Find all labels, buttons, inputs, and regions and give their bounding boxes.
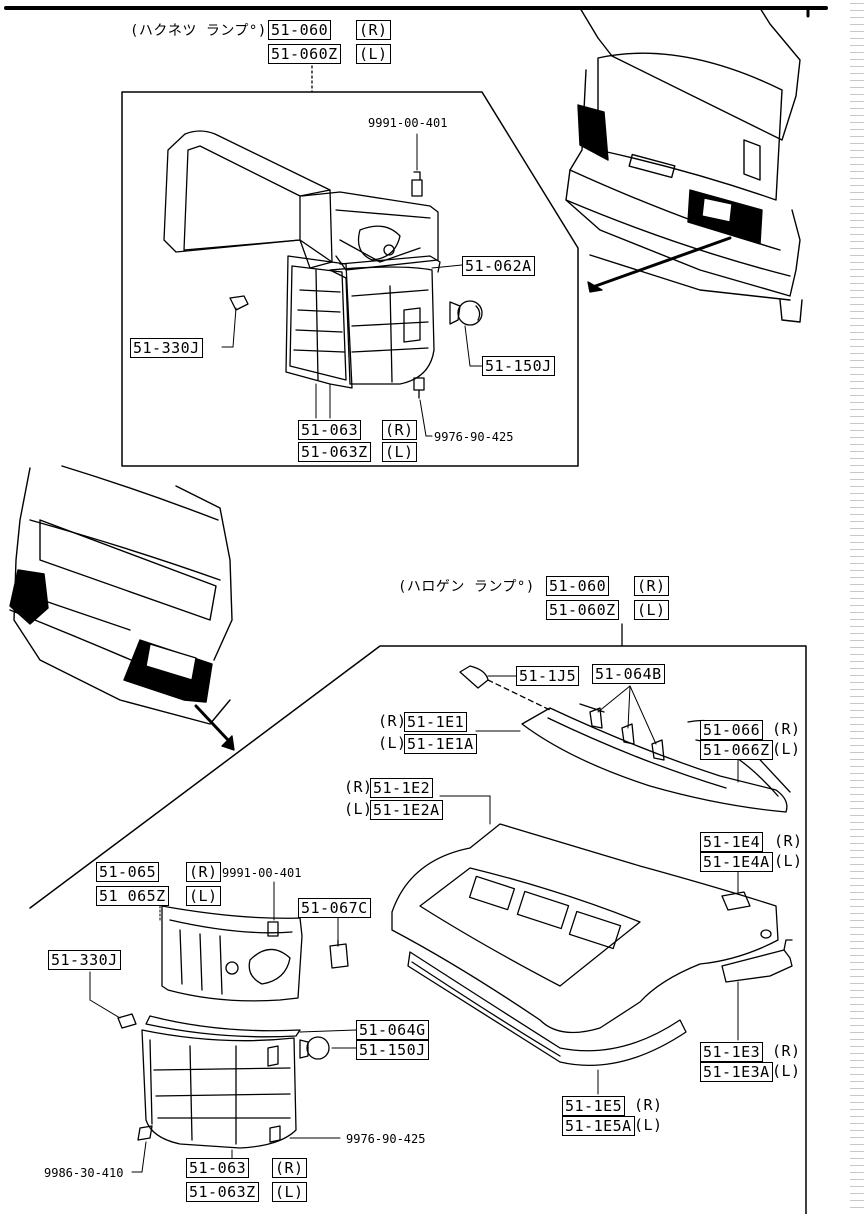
- bottom-gasket: 51-330J: [48, 950, 121, 970]
- top-lamp-r: 51-063: [298, 420, 362, 440]
- bottom-part-r: 51-060: [546, 576, 610, 596]
- top-lamp-assembly: [163, 130, 483, 399]
- bottom-screw-top: 9991-00-401: [222, 866, 302, 880]
- bottom-lamp-r: 51-063: [186, 1158, 250, 1178]
- moulding-r: 51-1E5: [562, 1096, 626, 1116]
- trim-side-r: (R): [772, 720, 801, 738]
- lens-strip-r: 51-1E1: [404, 712, 468, 732]
- van-rear-view-top: [565, 7, 803, 323]
- clip-label: 51-064B: [592, 664, 665, 684]
- bottom-screw-left: 9986-30-410: [44, 1166, 124, 1180]
- top-screw-top: 9991-00-401: [368, 116, 448, 130]
- frame-side-l: (L): [186, 886, 221, 906]
- top-bulb: 51-150J: [482, 356, 555, 376]
- bracket-r: 51-1E3: [700, 1042, 764, 1062]
- top-side-l: (L): [356, 44, 391, 64]
- housing-side-r: (R): [344, 778, 373, 796]
- pad-l: 51-1E4A: [700, 852, 773, 872]
- trim-r: 51-066: [700, 720, 764, 740]
- pad-side-r: (R): [774, 832, 803, 850]
- top-lamp-type: (ハクネツ ランプ°): [130, 23, 267, 39]
- lens-strip-side-r: (R): [378, 712, 407, 730]
- bracket-side-l: (L): [772, 1062, 801, 1080]
- bottom-view-pointer: [194, 704, 230, 742]
- pad-side-l: (L): [774, 852, 803, 870]
- bottom-side-r: (R): [634, 576, 669, 596]
- bottom-lamp-side-r: (R): [272, 1158, 307, 1178]
- bottom-lamp-type: (ハロゲン ランプ°): [398, 579, 535, 595]
- top-lamp-side-l: (L): [382, 442, 417, 462]
- scan-edge-right: [850, 0, 864, 1214]
- bracket-l: 51-1E3A: [700, 1062, 773, 1082]
- bottom-leaders-2: [597, 869, 739, 1095]
- top-lamp-side-r: (R): [382, 420, 417, 440]
- bottom-leaders-3: [89, 881, 357, 1173]
- top-part-l: 51-060Z: [268, 44, 341, 64]
- frame-side-r: (R): [186, 862, 221, 882]
- bottom-part-l: 51-060Z: [546, 600, 619, 620]
- bottom-bulb: 51-150J: [356, 1040, 429, 1060]
- top-lamp-l: 51-063Z: [298, 442, 371, 462]
- housing-r: 51-1E2: [370, 778, 434, 798]
- bottom-screw-right: 9976-90-425: [346, 1132, 426, 1146]
- nut-label: 51-067C: [298, 898, 371, 918]
- top-view-pointer: [588, 236, 732, 290]
- frame-r: 51-065: [96, 862, 160, 882]
- bottom-group-frame: [29, 645, 807, 1214]
- moulding-side-l: (L): [634, 1116, 663, 1134]
- seal-label: 51-064G: [356, 1020, 429, 1040]
- bottom-lamp-side-l: (L): [272, 1182, 307, 1202]
- top-part-r: 51-060: [268, 20, 332, 40]
- housing-l: 51-1E2A: [370, 800, 443, 820]
- frame-l: 51 065Z: [96, 886, 169, 906]
- moulding-side-r: (R): [634, 1096, 663, 1114]
- van-rear-view-bottom: [9, 465, 233, 725]
- top-gasket: 51-330J: [130, 338, 203, 358]
- bottom-lamp-assembly: [117, 905, 349, 1149]
- lens-strip-l: 51-1E1A: [404, 734, 477, 754]
- pad-r: 51-1E4: [700, 832, 764, 852]
- garnish-housing: [391, 823, 793, 1067]
- bottom-leaders-1: [439, 675, 739, 825]
- lens-strip-side-l: (L): [378, 734, 407, 752]
- bracket-side-r: (R): [772, 1042, 801, 1060]
- bulb-small-label: 51-1J5: [516, 666, 580, 686]
- top-lens-bezel: 51-062A: [462, 256, 535, 276]
- top-leaders: [221, 133, 483, 437]
- bottom-lamp-l: 51-063Z: [186, 1182, 259, 1202]
- top-screw-bottom: 9976-90-425: [434, 430, 514, 444]
- bottom-side-l: (L): [634, 600, 669, 620]
- moulding-l: 51-1E5A: [562, 1116, 635, 1136]
- housing-side-l: (L): [344, 800, 373, 818]
- trim-side-l: (L): [772, 740, 801, 758]
- top-side-r: (R): [356, 20, 391, 40]
- top-group-frame: [121, 91, 579, 467]
- trim-l: 51-066Z: [700, 740, 773, 760]
